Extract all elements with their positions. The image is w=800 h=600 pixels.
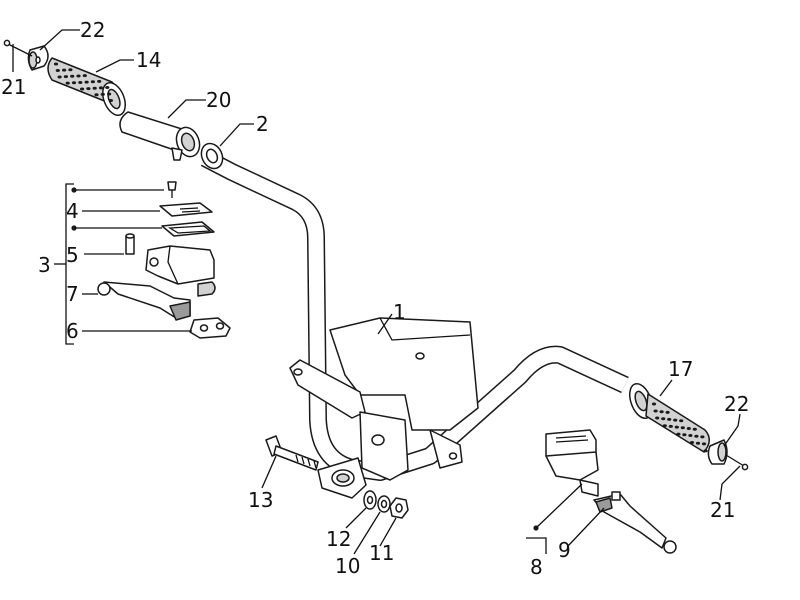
grip-dimple bbox=[98, 86, 104, 90]
part-labels: 22 21 14 20 2 3 4 5 7 6 1 17 22 21 13 12… bbox=[1, 18, 749, 579]
grip-dimple bbox=[680, 426, 685, 430]
grip-dimple bbox=[661, 417, 666, 421]
grip-dimple bbox=[695, 441, 701, 445]
grip-dimple bbox=[76, 74, 81, 78]
grip-dimple bbox=[68, 68, 73, 72]
grip-dimple bbox=[105, 86, 110, 90]
grip-dimple bbox=[686, 427, 691, 430]
label-5: 5 bbox=[66, 243, 79, 267]
label-2: 2 bbox=[256, 112, 269, 136]
label-14: 14 bbox=[136, 48, 161, 72]
washer-12 bbox=[363, 490, 377, 510]
label-12: 12 bbox=[326, 527, 351, 551]
grip-dimple bbox=[665, 410, 670, 414]
label-21-left: 21 bbox=[1, 75, 26, 99]
center-bracket bbox=[289, 317, 479, 499]
washer-2 bbox=[200, 142, 224, 170]
grip-dimple bbox=[92, 86, 97, 90]
grip-dimple bbox=[78, 80, 83, 84]
handlebar-tube bbox=[200, 150, 629, 481]
grip-dimple bbox=[651, 402, 657, 406]
grip-dimple bbox=[86, 87, 91, 91]
grip-dimple bbox=[97, 79, 102, 83]
label-8: 8 bbox=[530, 555, 543, 579]
grip-dimple bbox=[82, 74, 87, 78]
grip-dimple bbox=[63, 75, 68, 79]
grip-dimple bbox=[676, 432, 681, 436]
label-22-left: 22 bbox=[80, 18, 105, 42]
grip-dimple bbox=[53, 62, 59, 66]
grip-dimple bbox=[667, 417, 672, 421]
grip-dimple bbox=[653, 409, 658, 413]
label-17: 17 bbox=[668, 357, 693, 381]
bolt-13 bbox=[265, 435, 319, 471]
label-11: 11 bbox=[369, 541, 394, 565]
grip-dimple bbox=[694, 434, 699, 438]
grip-dimple bbox=[55, 69, 60, 72]
label-22-right: 22 bbox=[724, 392, 749, 416]
label-4: 4 bbox=[66, 199, 79, 223]
left-master-cylinder bbox=[97, 181, 231, 339]
grip-dimple bbox=[108, 99, 113, 103]
label-7: 7 bbox=[66, 282, 79, 306]
grip-dimple bbox=[70, 74, 75, 78]
grip-dimple bbox=[700, 435, 705, 439]
grip-dimple bbox=[80, 87, 85, 91]
label-3: 3 bbox=[38, 253, 51, 277]
grip-dimple bbox=[703, 449, 708, 453]
grip-dimple bbox=[701, 442, 707, 446]
label-10: 10 bbox=[335, 554, 360, 578]
grip-dimple bbox=[692, 427, 697, 431]
left-grip bbox=[47, 57, 126, 116]
grip-dimple bbox=[84, 80, 89, 84]
grip-dimple bbox=[62, 68, 67, 72]
grip-dimple bbox=[107, 92, 112, 96]
washer-10 bbox=[377, 495, 391, 513]
label-6: 6 bbox=[66, 319, 79, 343]
grip-dimple bbox=[65, 81, 70, 85]
grip-dimple bbox=[682, 433, 687, 437]
leader-lines bbox=[12, 29, 741, 555]
throttle-tube bbox=[119, 111, 201, 161]
grip-dimple bbox=[57, 75, 62, 79]
grip-dimple bbox=[668, 424, 673, 428]
grip-dimple bbox=[662, 424, 667, 428]
grip-dimple bbox=[679, 419, 684, 423]
grip-dimple bbox=[689, 441, 695, 444]
right-grip bbox=[629, 382, 710, 453]
label-1: 1 bbox=[393, 300, 406, 324]
label-13: 13 bbox=[248, 488, 273, 512]
grip-dimple bbox=[674, 425, 679, 429]
grip-dimple bbox=[94, 93, 99, 97]
grip-dimple bbox=[688, 434, 693, 437]
label-20: 20 bbox=[206, 88, 231, 112]
grip-dimple bbox=[100, 92, 105, 96]
grip-dimple bbox=[659, 410, 664, 414]
grip-dimple bbox=[71, 81, 77, 85]
nut-11 bbox=[389, 497, 409, 519]
label-9: 9 bbox=[558, 538, 571, 562]
right-master-cylinder bbox=[545, 429, 677, 554]
grip-dimple bbox=[655, 416, 660, 420]
left-end-weight bbox=[3, 39, 49, 71]
grip-dimple bbox=[90, 80, 95, 84]
grip-dimple bbox=[673, 418, 678, 422]
label-21-right: 21 bbox=[710, 498, 735, 522]
right-end-weight bbox=[707, 439, 749, 471]
